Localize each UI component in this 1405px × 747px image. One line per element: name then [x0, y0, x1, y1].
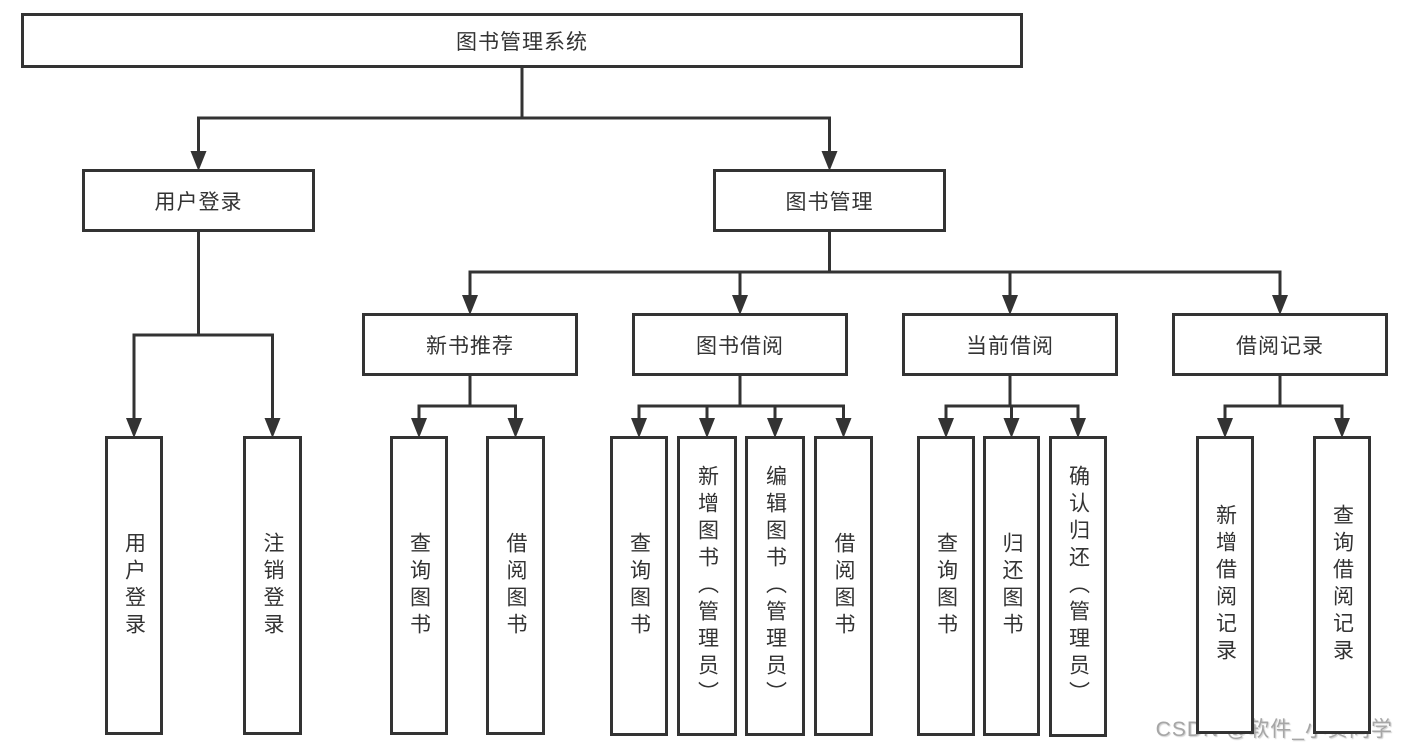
node-book-borrow: 图书借阅: [632, 313, 848, 376]
node-bb-borrow-book: 借阅图书: [814, 436, 873, 736]
arrow-down-icon: [699, 418, 715, 438]
node-root: 图书管理系统: [21, 13, 1023, 68]
node-cb-confirm-return: 确认归还（管理员）: [1049, 436, 1107, 737]
node-cb-query-book: 查询图书: [917, 436, 975, 736]
node-bb-edit-book: 编辑图书（管理员）: [745, 436, 805, 736]
node-ul-logout: 注销登录: [243, 436, 302, 735]
arrow-down-icon: [507, 418, 524, 438]
arrow-down-icon: [462, 295, 478, 315]
node-bb-query-book: 查询图书: [610, 436, 668, 736]
node-bb-add-book: 新增图书（管理员）: [677, 436, 737, 736]
arrow-down-icon: [631, 418, 647, 438]
arrow-down-icon: [126, 418, 142, 438]
node-user-login: 用户登录: [82, 169, 315, 232]
arrow-down-icon: [1272, 295, 1288, 315]
node-cb-return-book: 归还图书: [983, 436, 1040, 736]
arrow-down-icon: [1002, 295, 1018, 315]
arrow-down-icon: [767, 418, 783, 438]
arrow-down-icon: [1003, 418, 1020, 438]
arrow-down-icon: [1334, 418, 1350, 438]
node-borrow-record: 借阅记录: [1172, 313, 1388, 376]
node-nbr-borrow-book: 借阅图书: [486, 436, 545, 735]
node-br-add-record: 新增借阅记录: [1196, 436, 1254, 734]
arrow-down-icon: [264, 418, 281, 438]
arrow-down-icon: [835, 418, 852, 438]
node-nbr-query-book: 查询图书: [390, 436, 448, 735]
node-book-mgmt: 图书管理: [713, 169, 946, 232]
arrow-down-icon: [190, 151, 207, 171]
node-ul-login: 用户登录: [105, 436, 163, 735]
arrow-down-icon: [732, 295, 748, 315]
arrow-down-icon: [1217, 418, 1233, 438]
arrow-down-icon: [938, 418, 954, 438]
arrow-down-icon: [821, 151, 838, 171]
node-new-book-rec: 新书推荐: [362, 313, 578, 376]
arrow-down-icon: [1070, 418, 1086, 438]
arrow-down-icon: [411, 418, 427, 438]
node-br-query-record: 查询借阅记录: [1313, 436, 1371, 734]
node-current-borrow: 当前借阅: [902, 313, 1118, 376]
